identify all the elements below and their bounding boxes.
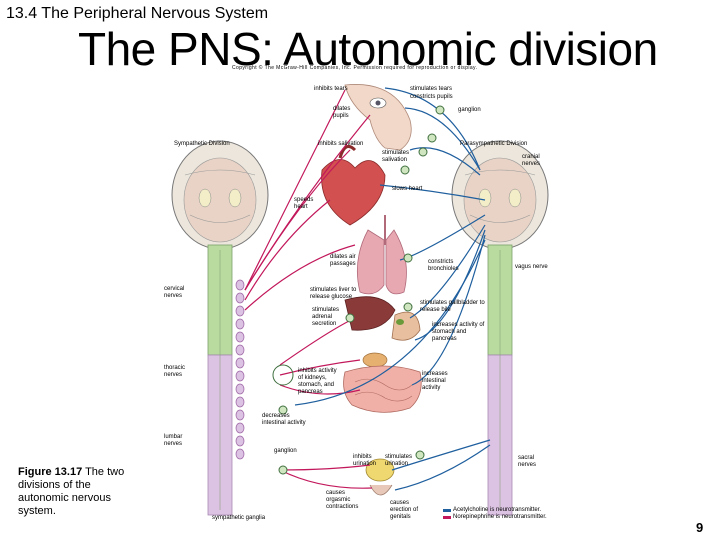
label-ganglion-lower: ganglion (274, 448, 297, 454)
label-vagus-nerve: vagus nerve (515, 264, 548, 270)
label-stimulates-adrenal: stimulates adrenal secretion (312, 307, 340, 327)
label-lumbar-nerves: lumbar nerves (164, 434, 183, 447)
section-title: 13.4 The Peripheral Nervous System (6, 5, 269, 22)
label-dilates-air-passages: dilates air passages (330, 254, 356, 267)
label-stimulates-salivation: stimulates salivation (382, 150, 410, 163)
label-inhibits-tears: inhibits tears (314, 86, 348, 92)
lungs-illustration (356, 215, 407, 295)
figure-label: Figure 13.17 (18, 466, 83, 478)
copyright-notice: Copyright © The McGraw-Hill Companies, I… (232, 65, 478, 71)
intestines-illustration (343, 352, 422, 413)
left-brain-illustration (171, 140, 269, 250)
label-inhibits-salivation: inhibits salivation (318, 141, 364, 147)
heart-illustration (321, 144, 386, 226)
sympathetic-chain-ganglia (235, 279, 245, 460)
label-slows-heart: slows heart (392, 186, 423, 192)
label-sympathetic-ganglia: sympathetic ganglia (212, 515, 266, 521)
label-inhibits-urination: inhibits urination (353, 454, 377, 467)
label-stimulates-tears: stimulates tears (410, 86, 453, 92)
label-decreases-intestinal: decreases intestinal activity (262, 413, 306, 426)
legend-norepinephrine: Norepinephrine is neurotransmitter. (453, 514, 547, 520)
label-stimulates-urination: stimulates urination (385, 454, 413, 467)
page-number: 9 (696, 520, 704, 535)
label-sacral-nerves: sacral nerves (518, 455, 537, 468)
label-dilates-pupils: dilates pupils (333, 106, 351, 119)
bladder-illustration (365, 458, 395, 496)
label-cervical-nerves: cervical nerves (164, 286, 185, 299)
ganglion-markers (272, 105, 445, 475)
label-cranial-nerves: cranial nerves (522, 154, 541, 167)
label-stimulates-liver: stimulates liver to release glucose (310, 287, 357, 300)
label-increases-intestinal: increases intestinal activity (422, 371, 448, 391)
label-speeds-heart: speeds heart (294, 197, 314, 210)
label-thoracic-nerves: thoracic nerves (164, 365, 186, 378)
right-spinal-cord (487, 244, 513, 516)
label-parasympathetic-division: Parasympathetic Division (460, 141, 528, 147)
figure-caption-text: The two divisions of the autonomic nervo… (18, 466, 125, 517)
label-causes-erection: causes erection of genitals (390, 500, 419, 520)
label-constricts-pupils: constricts pupils (410, 94, 453, 100)
label-sympathetic-division: Sympathetic Division (174, 141, 230, 147)
head-profile-illustration (344, 84, 412, 151)
legend-acetylcholine-swatch (443, 509, 451, 512)
figure-caption: Figure 13.17 The two divisions of the au… (18, 466, 143, 518)
label-inhibits-activity-kidneys: inhibits activity of kidneys, stomach, a… (298, 368, 337, 395)
liver-stomach-illustration (344, 296, 421, 341)
legend-acetylcholine: Acetylcholine is neurotransmitter. (453, 507, 542, 513)
label-stimulates-gallbladder: stimulates gallbladder to release bile (420, 300, 485, 313)
slide-title: The PNS: Autonomic division (78, 23, 658, 75)
sympathetic-nerve-paths (244, 89, 373, 489)
left-spinal-cord (207, 244, 233, 516)
label-ganglion-top: ganglion (458, 107, 481, 113)
label-causes-orgasmic: causes orgasmic contractions (326, 490, 359, 510)
legend-norepinephrine-swatch (443, 516, 451, 519)
label-constricts-bronchioles: constricts bronchioles (428, 259, 459, 272)
label-increases-activity-stomach: increases activity of stomach and pancre… (432, 322, 485, 342)
